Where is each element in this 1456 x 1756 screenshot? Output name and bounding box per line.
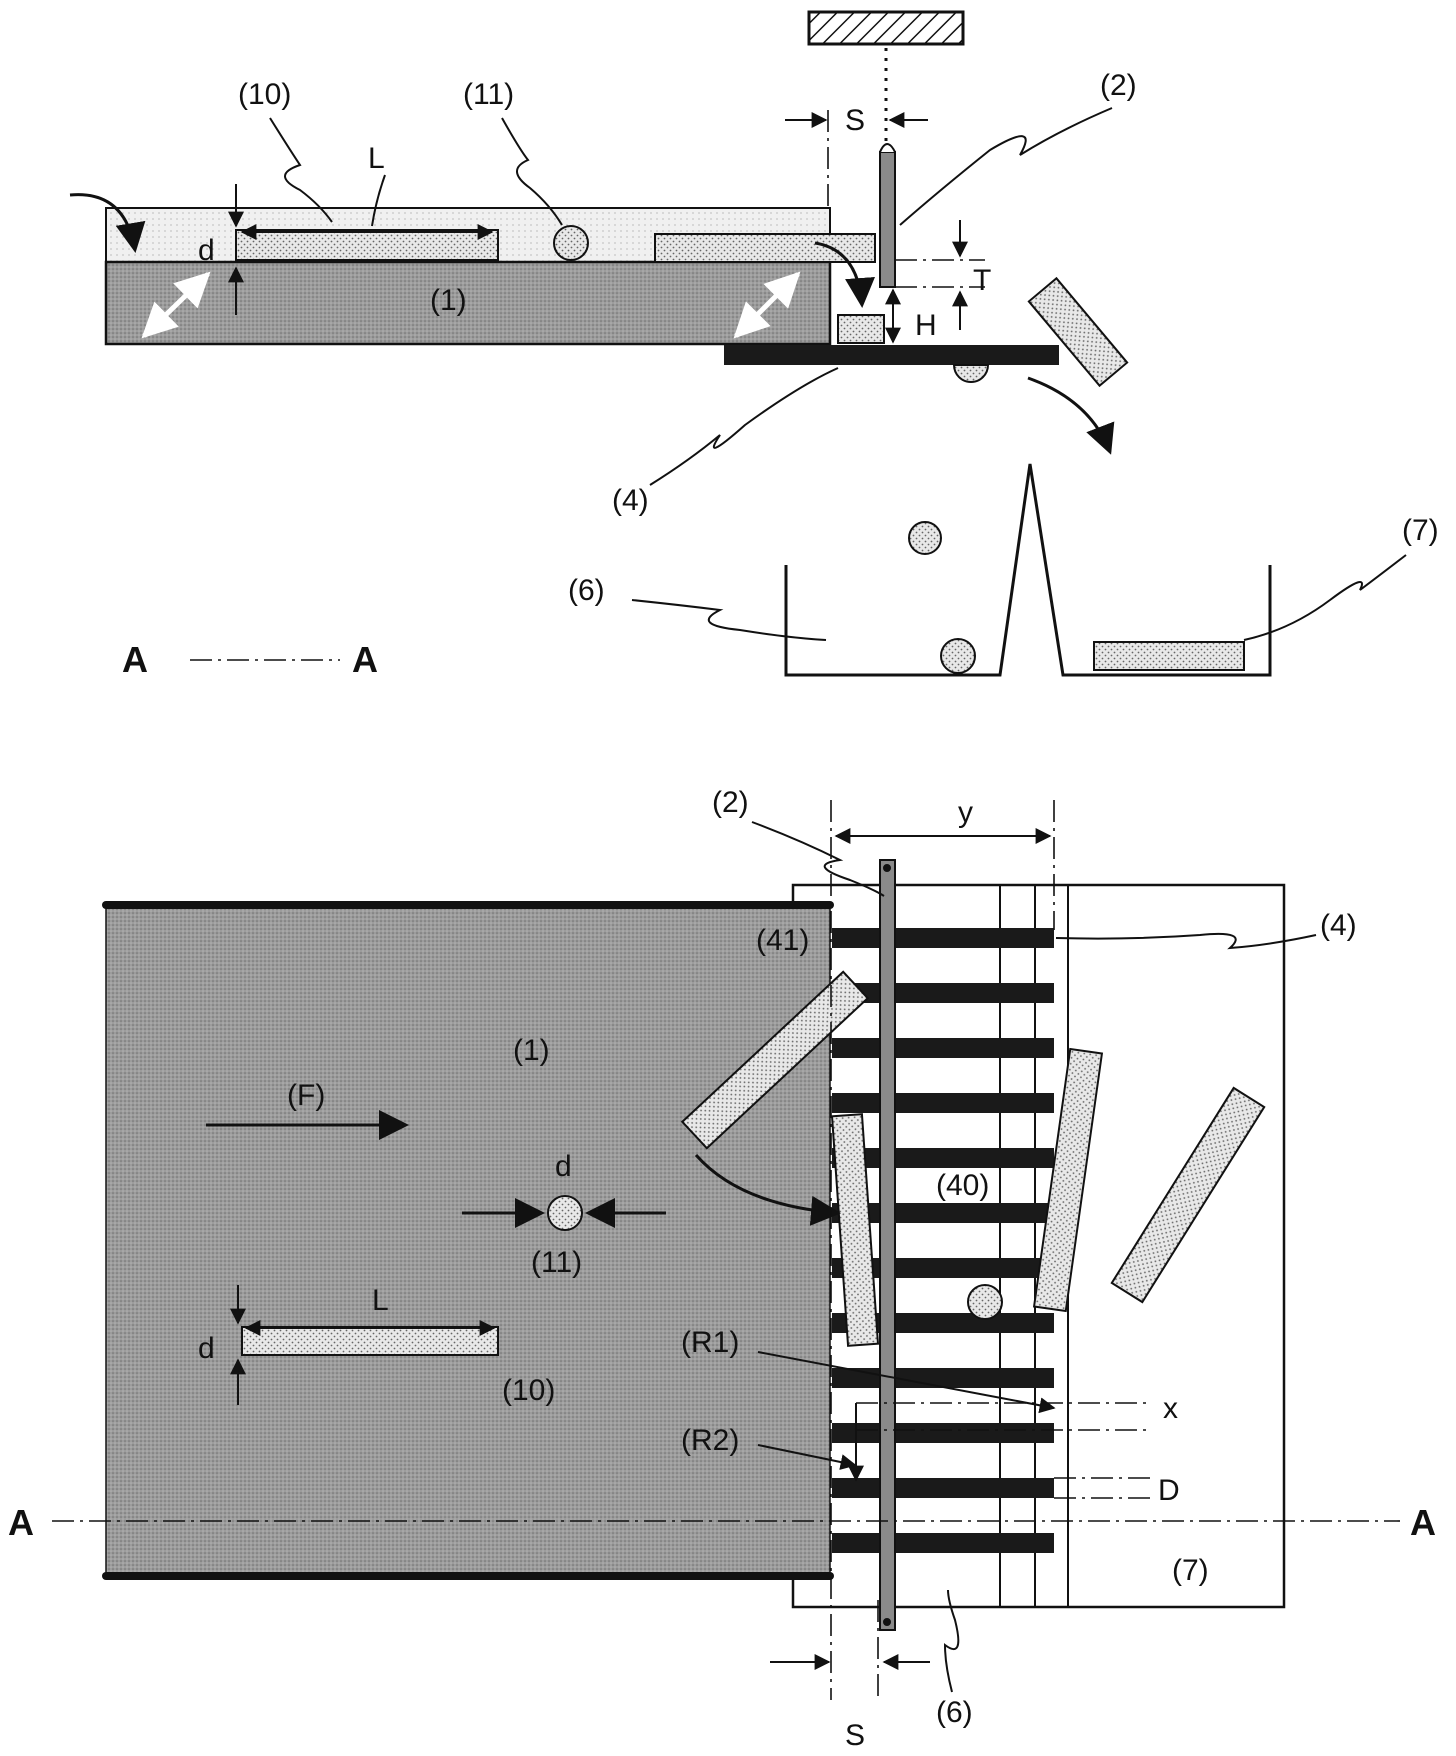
label-4-plan: (4) [1320, 909, 1357, 942]
label-11-top: (11) [463, 78, 514, 111]
long-particle [236, 230, 498, 260]
section-view: L d (10) (11) (2) S T H (4) [70, 12, 1439, 680]
leader-10-top [270, 118, 332, 222]
conveyor-belt-side [106, 262, 830, 344]
bin-round-particle-b [941, 639, 975, 673]
label-D: D [1158, 1474, 1180, 1507]
rail [832, 1423, 1054, 1443]
conveyor-belt-top [106, 905, 830, 1575]
label-A-left: A [8, 1502, 34, 1543]
dropped-particle [838, 315, 884, 343]
label-1-top: (1) [430, 284, 467, 317]
label-x: x [1163, 1392, 1178, 1425]
label-41: (41) [756, 924, 809, 957]
leader-4-top [650, 368, 838, 485]
label-A-section-right: A [352, 639, 378, 680]
label-F: (F) [287, 1079, 325, 1112]
round-particle [554, 226, 588, 260]
round-particle-plan [548, 1196, 582, 1230]
bin-round-particle-a [909, 522, 941, 554]
label-R2: (R2) [681, 1424, 739, 1457]
long-particle-edge [655, 234, 875, 262]
sensor-block [809, 12, 963, 44]
fall-arrow [1028, 378, 1110, 452]
label-11-plan: (11) [531, 1246, 582, 1279]
rail-side [724, 345, 1059, 365]
blade-tip [880, 144, 895, 152]
label-6-top: (6) [568, 574, 605, 607]
label-4-top: (4) [612, 484, 649, 517]
rail [832, 1368, 1054, 1388]
rail [832, 1093, 1054, 1113]
label-7-plan: (7) [1172, 1554, 1209, 1587]
label-10-plan: (10) [502, 1374, 555, 1407]
label-A-right: A [1410, 1502, 1436, 1543]
label-S-top: S [845, 104, 865, 137]
leader-6-top [632, 600, 826, 640]
label-y: y [958, 796, 973, 829]
leader-7-top [1244, 555, 1406, 640]
label-R1: (R1) [681, 1326, 739, 1359]
label-d-top: d [198, 234, 215, 267]
leader-2-top [900, 108, 1112, 225]
rail [832, 1533, 1054, 1553]
blade-pivot-bottom [883, 1618, 891, 1626]
label-T: T [973, 264, 991, 297]
label-A-section-left: A [122, 639, 148, 680]
round-particle-on-rails [968, 1285, 1002, 1319]
label-6-plan: (6) [936, 1696, 973, 1729]
tilted-particle [1029, 278, 1127, 385]
rail [832, 928, 1054, 948]
blade-pivot-top [883, 864, 891, 872]
label-10-top: (10) [238, 78, 291, 111]
label-S-bottom: S [845, 1719, 865, 1752]
rail [832, 1478, 1054, 1498]
label-7-top: (7) [1402, 514, 1439, 547]
plan-view: y (2) (4) (41) (40) (1) (1) (F) d (11) L… [8, 284, 1436, 1752]
long-particle-plan [242, 1327, 498, 1355]
blade-top [880, 860, 895, 1630]
rail [832, 1038, 1054, 1058]
falling-round-particle [954, 365, 988, 382]
label-2-plan: (2) [712, 786, 749, 819]
label-1-plan: (1) [513, 1034, 550, 1067]
label-L-plan: L [372, 1284, 389, 1317]
label-d-round: d [555, 1150, 572, 1183]
blade [880, 152, 895, 287]
label-2-top: (2) [1100, 69, 1137, 102]
label-d-plan: d [198, 1332, 215, 1365]
label-40: (40) [936, 1169, 989, 1202]
bin-long-particle [1094, 642, 1244, 670]
label-L-top: L [368, 142, 385, 175]
label-H: H [915, 309, 937, 342]
